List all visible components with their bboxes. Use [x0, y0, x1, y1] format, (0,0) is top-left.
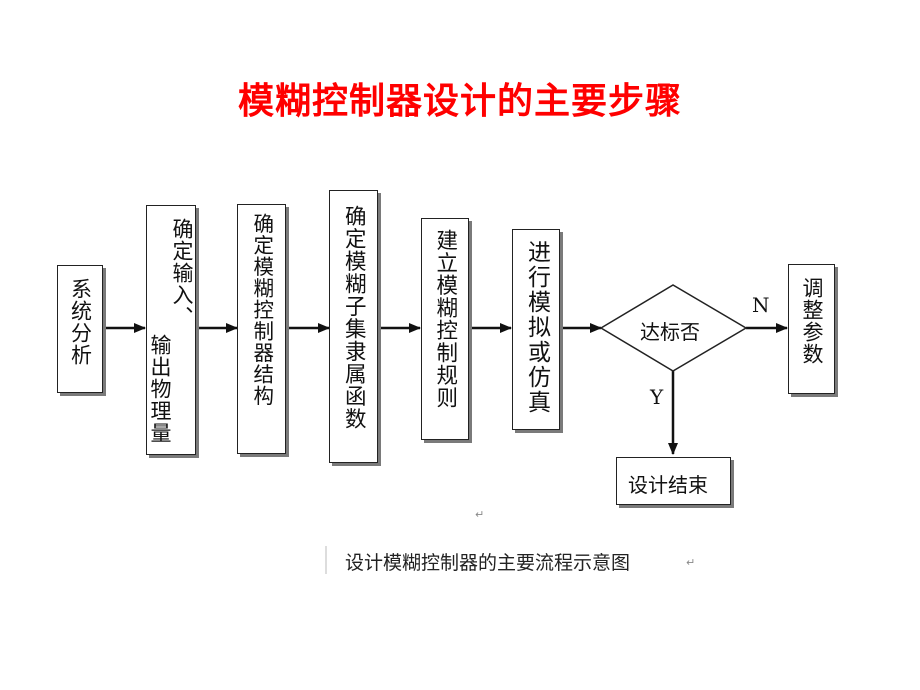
slide-title: 模糊控制器设计的主要步骤: [237, 81, 682, 122]
step-fuzzy-rules: 建立模糊控制规则: [421, 218, 469, 440]
step-controller-structure: 确定模糊控制器结构: [237, 204, 286, 454]
figure-caption: 设计模糊控制器的主要流程示意图: [345, 552, 631, 574]
decision-label: 达标否: [640, 320, 700, 344]
step-system-analysis: 系统分析: [57, 265, 103, 393]
return-mark: ↵: [475, 508, 485, 521]
step-simulation-label: 进行模拟或仿真: [523, 240, 550, 415]
step-define-io: 确定输入、 输出物理量: [146, 205, 196, 455]
step-design-end-label: 设计结束: [628, 473, 708, 497]
step-design-end: 设计结束: [616, 457, 731, 505]
step-fuzzy-rules-label: 建立模糊控制规则: [432, 229, 458, 409]
step-system-analysis-label: 系统分析: [68, 278, 93, 366]
caption-cursor-bar: [325, 546, 327, 574]
edge-label-yes: Y: [650, 385, 664, 409]
step-define-io-label-left: 输出物理量: [148, 334, 172, 444]
step-adjust-parameters-label: 调整参数: [800, 277, 824, 365]
step-controller-structure-label: 确定模糊控制器结构: [249, 213, 274, 407]
step-membership-functions-label: 确定模糊子集隶属函数: [341, 205, 367, 430]
decision-diamond: [599, 284, 748, 372]
step-membership-functions: 确定模糊子集隶属函数: [329, 190, 378, 463]
step-define-io-label-right: 确定输入、: [170, 218, 194, 328]
step-simulation: 进行模拟或仿真: [512, 229, 560, 430]
edge-label-no: N: [752, 293, 770, 317]
step-adjust-parameters: 调整参数: [788, 264, 835, 394]
return-mark: ↵: [686, 556, 696, 569]
